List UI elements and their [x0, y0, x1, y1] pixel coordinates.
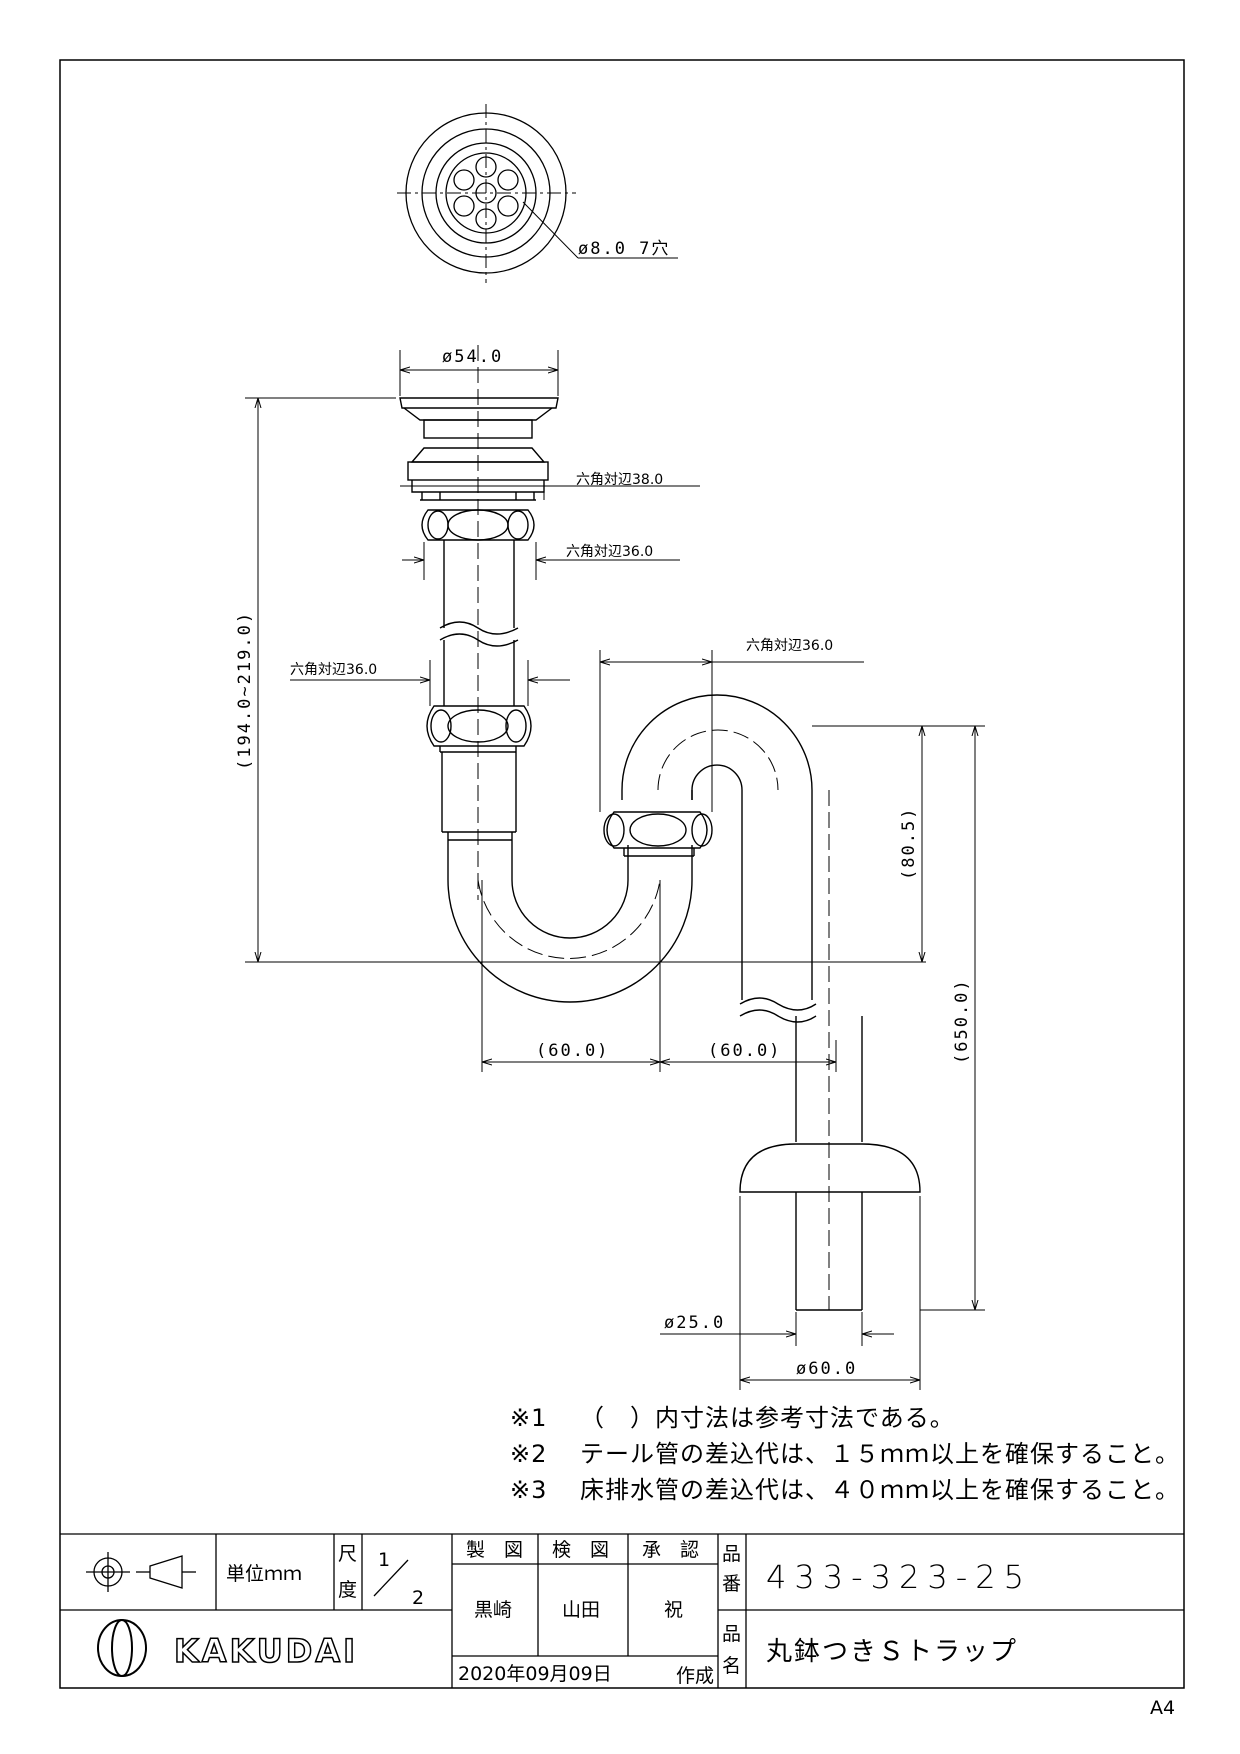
dim-offset-left: (60.0): [536, 1041, 609, 1061]
part-name-label-1: 品: [722, 1623, 741, 1645]
center-lines: [477, 345, 830, 1310]
checked-by: 山田: [562, 1599, 600, 1621]
dim-hex-flat-36-left: 六角対辺36.0: [290, 662, 377, 678]
dimension-lines: [245, 350, 985, 1390]
note-3-text: 床排水管の差込代は、４０ｍｍ以上を確保すること。: [580, 1476, 1180, 1504]
dim-hex-flat-36-right: 六角対辺36.0: [746, 638, 833, 654]
note-2-text: テール管の差込代は、１５ｍｍ以上を確保すること。: [580, 1440, 1180, 1468]
dim-hex-flat-36-upper: 六角対辺36.0: [566, 544, 653, 560]
notes: ※1 （ ）内寸法は参考寸法である。 ※2 テール管の差込代は、１５ｍｍ以上を確…: [510, 1404, 1180, 1504]
company-logo: KAKUDAI: [97, 1619, 358, 1677]
top-view-strainer: [397, 104, 576, 283]
scale-denominator: 2: [412, 1587, 424, 1609]
checked-label: 検 図: [552, 1539, 609, 1561]
scale-label-2: 度: [338, 1579, 357, 1601]
part-no-label-1: 品: [722, 1543, 741, 1565]
note-3-mark: ※3: [510, 1476, 547, 1504]
part-name-label-2: 名: [722, 1655, 741, 1677]
dim-total-height: (194.0~219.0): [235, 611, 255, 770]
created-date: 2020年09月09日: [458, 1663, 612, 1685]
note-2-mark: ※2: [510, 1440, 547, 1468]
dim-flange-diameter: ø54.0: [442, 347, 503, 367]
drawing-border: [59, 59, 1185, 1689]
note-1-text: （ ）内寸法は参考寸法である。: [580, 1404, 955, 1432]
s-trap-pipe: [447, 694, 921, 1311]
scale-label-1: 尺: [338, 1543, 357, 1565]
paper-size: A4: [1150, 1697, 1175, 1719]
drawn-label: 製 図: [466, 1539, 523, 1561]
scale-numerator: 1: [378, 1549, 390, 1571]
title-block: [60, 1533, 1184, 1688]
part-name: 丸鉢つきＳトラップ: [766, 1637, 1018, 1667]
part-number: 433-323-25: [766, 1558, 1032, 1596]
dim-offset-right: (60.0): [708, 1041, 781, 1061]
note-1-mark: ※1: [510, 1404, 547, 1432]
hole-leader: [522, 201, 678, 259]
hole-size-label: ø8.0 7穴: [578, 239, 670, 259]
unit-label: 単位ｍｍ: [226, 1563, 302, 1585]
approved-by: 祝: [664, 1599, 683, 1621]
drain-assembly: [399, 397, 559, 841]
dim-drain-height: (650.0): [952, 978, 972, 1064]
dim-pipe-diameter: ø25.0: [664, 1313, 725, 1333]
company-name: KAKUDAI: [174, 1632, 358, 1670]
created-label: 作成: [676, 1665, 714, 1687]
dim-hex-flat-38: 六角対辺38.0: [576, 472, 663, 488]
part-no-label-2: 番: [722, 1573, 741, 1595]
drawn-by: 黒崎: [474, 1599, 512, 1621]
dim-escutcheon-diameter: ø60.0: [796, 1359, 857, 1379]
dim-trap-height: (80.5): [899, 807, 919, 880]
approved-label: 承 認: [642, 1539, 699, 1561]
third-angle-projection-icon: [86, 1552, 196, 1592]
